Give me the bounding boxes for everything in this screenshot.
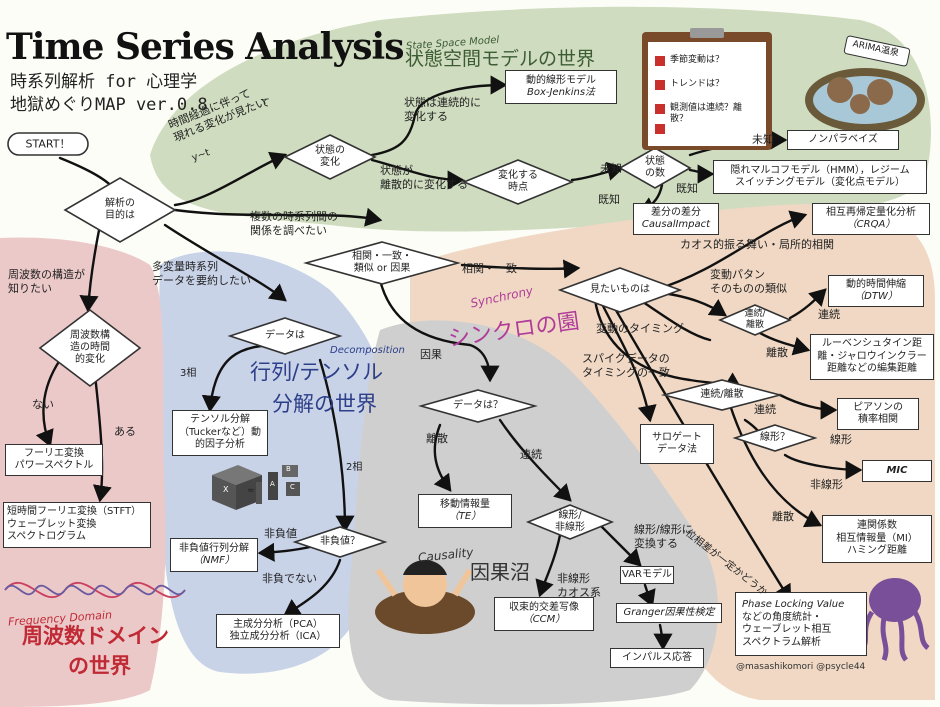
label-known-2: 既知 [676,182,698,196]
node-freq-change: 周波数構造の時間的変化 [70,330,110,366]
box-tensor: テンソル分解（Tuckerなど）動的因子分析 [172,410,268,456]
box-surrogate: サロゲートデータ法 [640,424,714,464]
node-data-decomp: データは [265,330,305,342]
label-nonlinear-chaos: 非線形カオス系 [557,572,601,600]
label-discrete-b: 離散 [772,510,794,524]
node-data-causal: データは？ [453,400,503,412]
label-unknown-1: 未知 [600,162,622,176]
label-known-1: 既知 [598,193,620,207]
box-nmf: 非負値行列分解（NMF） [170,538,258,572]
label-discrete-a: 離散 [766,346,788,360]
label-chaos: カオス的振る舞い・局所的相関 [680,238,834,252]
box-mi: 連関係数相互情報量（MI）ハミング距離 [822,515,932,563]
node-num-states: 状態の数 [645,156,665,180]
label-linear-nonlinear-vec: 線形/線形に変換する [634,523,693,551]
matrix-letter-approx: ≈ [247,486,255,497]
box-levenshtein: ルーベンシュタイン距離・ジャロウインクラー距離などの編集距離 [810,334,934,380]
label-exists: ある [114,425,136,439]
label-continuous-a: 連続 [818,308,840,322]
box-fourier: フーリエ変換パワースペクトル [5,444,103,476]
box-nonparam-bayes: ノンパラベイズ [787,130,899,150]
label-pattern: 変動パタンそのものの類似 [710,268,787,296]
label-continuous-c: 連続 [520,448,542,462]
label-discrete-c: 離散 [426,432,448,446]
node-linear-nonlinear: 線形/非線形 [555,510,585,534]
region-title-decomposition-ja-1: 行列/テンソル [250,360,383,385]
start-node: START！ [26,137,71,150]
box-var: VARモデル [620,566,674,584]
label-linear-b: 線形 [830,433,852,447]
node-purpose: 解析の目的は [105,198,135,222]
node-cont-disc-1: 連続/離散 [744,309,765,331]
label-not-nonneg: 非負でない [262,572,317,586]
box-pearson: ピアソンの積率相関 [837,398,919,430]
matrix-letter-b: B [286,465,291,474]
box-te: 移動情報量（TE） [418,494,512,528]
matrix-letter-a: A [270,480,275,489]
box-dtw: 動的時間伸縮（DTW） [828,275,924,307]
matrix-letter-c: C [290,483,295,492]
label-multivariate: 多変量時系列データを要約したい [152,260,251,288]
label-two-phase: 2相 [346,462,362,475]
label-continuous-b: 連続 [754,403,776,417]
label-unknown-2: 未知 [752,133,774,147]
main-title: Time Series Analysis [6,26,403,69]
label-relation: 複数の時系列間の関係を調べたい [250,210,338,238]
box-stft: 短時間フーリエ変換（STFT）ウェーブレット変換スペクトログラム [3,502,151,548]
node-nonneg: 非負値？ [320,536,360,548]
node-corr-causal: 相関・一致・類似 or 因果 [352,251,412,275]
region-title-decomposition-en: Decomposition [330,345,405,357]
node-state-change: 状態の変化 [315,145,345,169]
box-impulse: インパルス応答 [610,648,704,668]
box-mic: MIC [862,460,932,482]
label-correlation-match: 相関・一致 [462,262,517,276]
label-three-phase: 3相 [180,368,196,381]
region-title-frequency-ja-2: の世界 [68,654,131,679]
clipboard-item-trend: トレンドは？ [670,79,724,90]
region-title-causality-ja: 因果沼 [470,560,530,584]
label-none: ない [32,398,54,412]
node-change-point: 変化する時点 [498,170,538,194]
label-discrete-change: 状態が離散的に変化する [380,164,468,192]
subtitle-1: 時系列解析 for 心理学 [10,72,197,92]
region-title-decomposition-ja-2: 分解の世界 [272,392,377,417]
region-title-frequency-ja-1: 周波数ドメイン [22,624,169,649]
credit: @masashikomori @psycle44 [736,662,865,673]
box-granger: Granger因果性検定 [616,603,722,623]
clipboard-item-observation: 観測値は連続？離散？ [670,103,756,126]
region-title-state-space-ja: 状態空間モデルの世界 [405,48,595,71]
label-nonneg: 非負値 [264,527,297,541]
label-freq-structure: 周波数の構造が知りたい [8,268,85,296]
box-ccm: 収束的交差写像（CCM） [494,597,594,631]
node-cont-disc-2: 連続/離散 [700,389,743,401]
label-timing: 変動のタイミング [596,322,684,336]
clipboard-item-seasonal: 季節変動は？ [670,55,724,66]
box-hmm: 隠れマルコフモデル（HMM），レジームスイッチングモデル（変化点モデル） [713,160,927,194]
node-want-to-see: 見たいものは [590,284,650,296]
subtitle-2: 地獄めぐりMAP ver.0.8 [10,95,208,115]
matrix-letter-x: X [223,485,228,495]
label-causal: 因果 [420,348,442,362]
label-continuous-change: 状態は連続的に変化する [404,96,481,124]
box-crqa: 相互再帰定量化分析（CRQA） [812,203,930,235]
box-pca: 主成分分析（PCA）独立成分分析（ICA） [216,614,340,648]
label-nonlinear-b: 非線形 [810,478,843,492]
node-linear-q: 線形？ [760,432,790,444]
label-spike: スパイクデータのタイミングの一致 [582,352,670,380]
